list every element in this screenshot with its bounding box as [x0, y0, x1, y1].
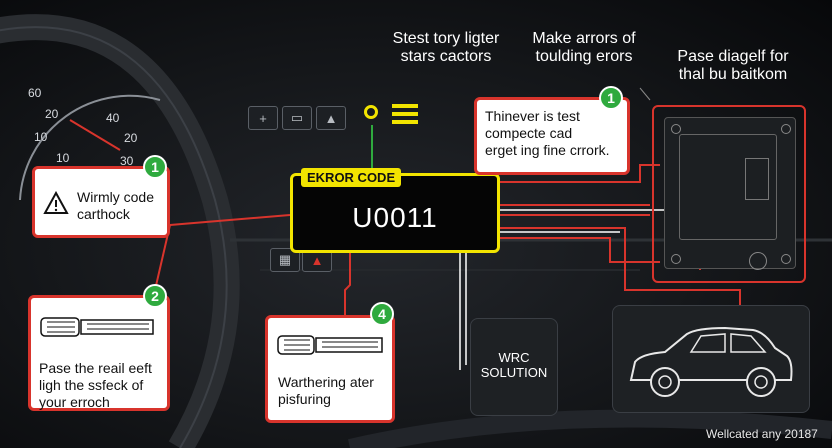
ecu-inner-panel [679, 134, 777, 240]
gauge-tick: 10 [34, 130, 48, 144]
error-code-value: U0011 [352, 202, 438, 233]
callout-4-text: Warthering ater pisfuring [278, 374, 374, 407]
step-badge: 4 [370, 302, 394, 326]
gauge-tick: 40 [106, 111, 120, 125]
warning-triangle-icon [43, 191, 69, 214]
port-icon [749, 252, 767, 270]
indicator-bar [392, 112, 418, 116]
sensor-part-icon [277, 335, 383, 355]
dash-button-battery[interactable]: ▭ [282, 106, 312, 130]
callout-2: Pase the reail eeft ligh the ssfeck of y… [28, 295, 170, 411]
step-badge: 2 [143, 284, 167, 308]
warning-triangle-icon: ▲ [324, 110, 338, 126]
solution-box-text: WRC SOLUTION [480, 350, 548, 380]
gauge-tick: 20 [45, 107, 59, 121]
gauge-tick: 60 [28, 86, 42, 100]
callout-1: Wirmly code carthock [32, 166, 170, 238]
top-label-middle: Make arrors of toulding erors [532, 30, 636, 66]
step-badge: 1 [143, 155, 167, 179]
gauge-needle [69, 119, 121, 151]
vehicle-box [612, 305, 810, 413]
battery-icon: ▭ [290, 110, 304, 125]
error-code-tag: EKROR CODE [301, 168, 402, 187]
callout-4: Warthering ater pisfuring [265, 315, 395, 423]
callout-2-text: Pase the reail eeft ligh the ssfeck of y… [39, 360, 152, 410]
error-code-panel: EKROR CODE U0011 [290, 168, 500, 253]
callout-top: Thinever is test compecte cad erget ing … [474, 97, 630, 175]
screw-icon [781, 254, 791, 264]
sensor-part-icon [40, 317, 154, 337]
gauge-tick: 20 [124, 131, 138, 145]
ecu-module [664, 117, 796, 270]
ecu-connector [745, 158, 769, 200]
top-label-right: Pase diagelf for thal bu baitkom [677, 48, 789, 84]
gauge-tick: 10 [56, 151, 70, 165]
plus-icon: + [259, 110, 267, 126]
footer-caption: Wellcated any 20187 [706, 427, 818, 441]
top-label-left: Stest tory ligter stars cactors [392, 30, 500, 66]
car-icon [629, 326, 793, 397]
screw-icon [781, 124, 791, 134]
indicator-bar [392, 120, 418, 124]
solution-box: WRC SOLUTION [470, 318, 558, 416]
ecu-module-frame [652, 105, 806, 283]
wire-lines [154, 139, 741, 320]
gauge-tick: 30 [120, 154, 134, 168]
step-badge: 1 [599, 86, 623, 110]
dash-button-hazard[interactable]: ▲ [316, 106, 346, 130]
callout-1-text: Wirmly code carthock [77, 189, 155, 222]
hazard-icon: ▲ [310, 252, 324, 268]
indicator-bar [392, 104, 418, 108]
gauge-arc [19, 94, 161, 201]
screw-icon [671, 124, 681, 134]
screw-icon [671, 254, 681, 264]
grid-icon: ▦ [278, 252, 292, 267]
callout-top-text: Thinever is test compecte cad erget ing … [485, 108, 610, 158]
dash-button-plus[interactable]: + [248, 106, 278, 130]
indicator-ring-icon [364, 105, 378, 119]
